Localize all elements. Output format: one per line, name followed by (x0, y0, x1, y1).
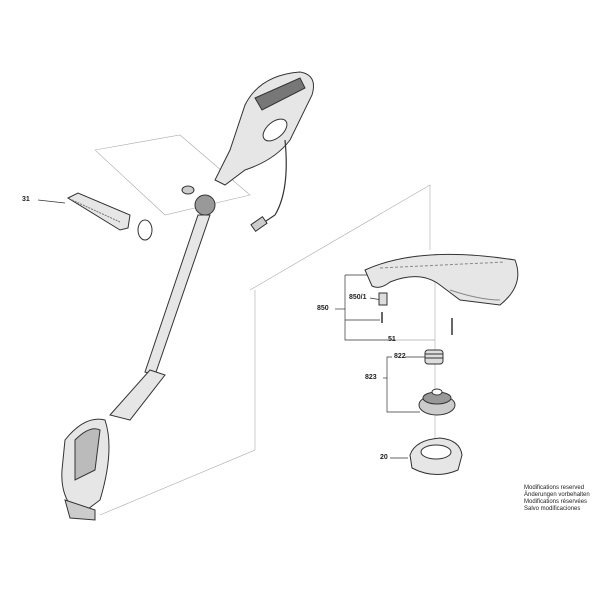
main-handle (214, 71, 314, 186)
note-line: Salvo modificaciones (524, 506, 581, 512)
part-850-1 (378, 292, 388, 306)
note-line: Modifications reserved (524, 485, 585, 491)
label-823: 823 (365, 374, 377, 381)
shaft (144, 214, 211, 376)
note-line: Modifications réservées (524, 499, 588, 505)
trimmer-body (61, 71, 314, 521)
label-822: 822 (394, 353, 406, 360)
spool-823 (418, 388, 456, 416)
auxiliary-handle (66, 192, 153, 241)
cable-plug (250, 216, 268, 232)
blade-guard (364, 253, 519, 306)
label-31: 31 (22, 196, 30, 203)
note-line: Änderungen vorbehalten (524, 492, 590, 498)
modifications-note: Modifications reserved Änderungen vorbeh… (524, 485, 590, 513)
label-850: 850 (317, 305, 329, 312)
label-51: 51 (388, 336, 396, 343)
spring-822 (424, 349, 444, 365)
guide-frame (249, 184, 431, 291)
label-20: 20 (380, 454, 388, 461)
aux-handle-frame (94, 134, 251, 216)
spool-cap-20 (409, 437, 463, 475)
label-850-1: 850/1 (349, 294, 367, 301)
